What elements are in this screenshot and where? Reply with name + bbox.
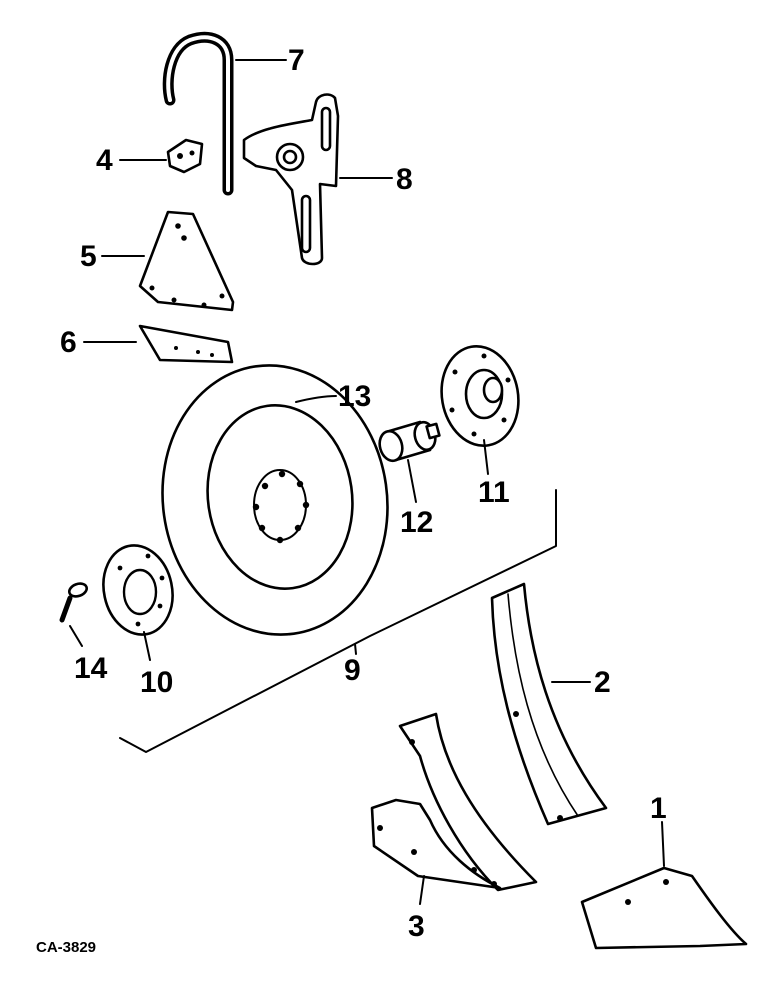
part-13-disc-blade [161, 364, 389, 636]
callout-3: 3 [408, 910, 425, 943]
callout-13: 13 [338, 380, 371, 413]
callout-4: 4 [96, 144, 113, 177]
callout-10: 10 [140, 666, 173, 699]
part-12-spacer [378, 420, 441, 463]
callout-6: 6 [60, 326, 77, 359]
callout-11: 11 [478, 476, 510, 509]
callout-7: 7 [288, 44, 305, 77]
assembly-9-bracket [119, 489, 557, 753]
part-2-curved-shank [490, 582, 608, 826]
callouts: 7 4 8 5 6 13 12 11 14 10 9 2 1 3 [60, 44, 667, 943]
part-8-slotted-bracket [242, 93, 340, 266]
callout-14: 14 [74, 652, 108, 685]
callout-5: 5 [80, 240, 97, 273]
part-1-shovel-point [580, 866, 748, 950]
leader-lines [69, 59, 665, 905]
part-11-bearing-flange [440, 345, 520, 447]
drawing-code: CA-3829 [36, 939, 96, 956]
part-14-bolt [59, 582, 89, 623]
callout-1: 1 [650, 792, 667, 825]
callout-9: 9 [344, 654, 361, 687]
callout-8: 8 [396, 163, 413, 196]
part-5-triangular-plate [138, 210, 235, 312]
part-3-shank-foot [370, 712, 538, 892]
part-10-bearing-flange [102, 544, 174, 636]
callout-12: 12 [400, 506, 433, 539]
part-4-block [166, 138, 204, 174]
part-7-hook-rod [162, 31, 234, 196]
part-6-strip-plate [138, 324, 234, 364]
callout-2: 2 [594, 666, 611, 699]
